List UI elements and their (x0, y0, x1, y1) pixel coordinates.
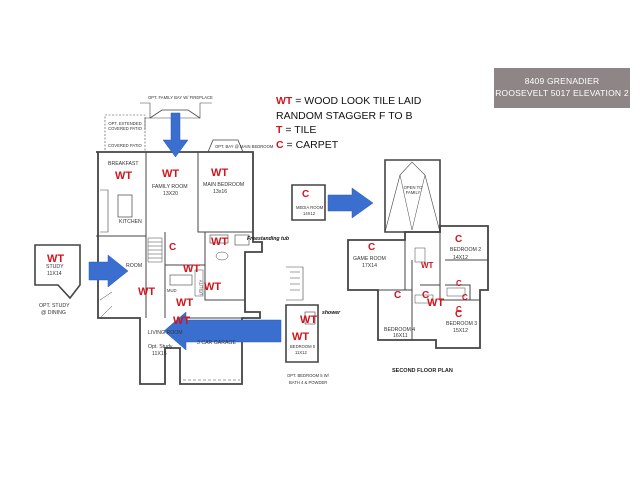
marker-study-wt: WT (47, 253, 65, 265)
label-living-room: LIVING ROOM (148, 330, 183, 336)
marker-media-c: C (302, 189, 310, 200)
label-family-room: FAMILY ROOM (152, 184, 188, 190)
title-block: 8409 GRENADIER ROOSEVELT 5017 ELEVATION … (494, 68, 630, 108)
marker-closet-c-1: C (456, 279, 462, 288)
legend: WT = WOOD LOOK TILE LAID RANDOM STAGGER … (276, 94, 421, 152)
caption-bedroom5-1: OPT. BEDROOM 5 W/ (287, 373, 329, 378)
marker-bedroom2-c: C (455, 234, 463, 245)
label-media-room: MEDIA ROOM (296, 205, 324, 210)
label-media-size: 14X12 (303, 211, 316, 216)
legend-t: T = TILE (276, 124, 317, 136)
label-extended-patio: OPT. EXTENDED COVERED PATIO (108, 121, 142, 131)
marker-bath4-wt: WT (300, 314, 318, 326)
legend-c: C = CARPET (276, 138, 339, 151)
label-bedroom5-size: 11X12 (295, 350, 307, 355)
label-utility: UTILITY (198, 279, 204, 296)
marker-breakfast-wt: WT (115, 170, 133, 182)
arrow-right-media (327, 187, 374, 219)
label-game-room: GAME ROOM (353, 256, 386, 262)
marker-utility-wt: WT (204, 281, 222, 293)
marker-stairs-c: C (169, 242, 177, 253)
marker-game-room-c: C (368, 242, 376, 253)
marker-bedroom4-c: C (394, 290, 402, 301)
label-kitchen: KITCHEN (119, 219, 142, 225)
label-bedroom2-size: 14X12 (453, 255, 469, 261)
title-plan: ROOSEVELT 5017 ELEVATION 2 (495, 88, 629, 98)
marker-bedroom5-wt: WT (292, 331, 310, 343)
marker-hall-wt: WT (183, 263, 201, 275)
label-bedroom4-size: 16X11 (393, 333, 408, 339)
marker-family-wt: WT (162, 168, 180, 180)
label-living-opt: Opt. Study (148, 344, 173, 350)
label-game-room-size: 17X14 (362, 263, 378, 269)
legend-wt: WT = WOOD LOOK TILE LAID (276, 95, 422, 107)
note-freestanding-tub: Freestanding tub (247, 236, 290, 242)
marker-entry-wt: WT (173, 315, 191, 327)
label-bedroom2: BEDROOM 2 (450, 247, 482, 253)
label-bedroom3-size: 15X12 (453, 328, 469, 334)
caption-bedroom5-2: BATH 4 & POWDER (289, 380, 328, 385)
label-family-room-size: 13X20 (163, 191, 179, 197)
marker-main-bedroom-wt: WT (211, 167, 229, 179)
second-floor-plan-title: SECOND FLOOR PLAN (392, 368, 453, 374)
marker-closet-c-2: C (462, 293, 468, 302)
label-open-to-family: OPEN TO FAMILY (403, 185, 423, 195)
marker-dining-wt: WT (138, 286, 156, 298)
arrow-down-family (162, 112, 189, 158)
label-dining: ROOM (126, 263, 143, 269)
marker-bath-wt: WT (211, 236, 229, 248)
label-living-size: 11X15 (152, 351, 167, 357)
caption-at-dining: @ DINING (41, 310, 66, 316)
label-bedroom3: BEDROOM 3 (446, 321, 478, 327)
label-study-size: 11X14 (47, 271, 62, 277)
marker-closet-c-3: C (456, 305, 462, 314)
marker-mud-wt: WT (176, 297, 194, 309)
marker-bedroom3-c: C (455, 309, 463, 320)
label-mud: MUD (167, 288, 177, 293)
label-study: STUDY (46, 264, 64, 270)
label-bedroom4: BEDROOM 4 (384, 327, 416, 333)
marker-closet4-c: C (422, 290, 430, 301)
label-main-bay: OPT. BAY @ MAIN BEDROOM (215, 144, 274, 149)
caption-opt-study: OPT. STUDY (39, 303, 70, 309)
label-garage: 3 CAR GARAGE (197, 340, 236, 346)
arrow-right-dining (88, 254, 129, 288)
label-family-bay: OPT. FAMILY BAY W/ FIREPLACE (148, 95, 213, 100)
label-covered-patio: COVERED PATIO (108, 143, 142, 148)
title-address: 8409 GRENADIER (524, 76, 600, 86)
note-shower: shower (322, 310, 341, 316)
label-bedroom5: BEDROOM 5 (290, 344, 316, 349)
label-main-bedroom: MAIN BEDROOM (203, 182, 245, 188)
label-breakfast: BREAKFAST (108, 161, 139, 167)
legend-wt-2: RANDOM STAGGER F TO B (276, 109, 413, 122)
marker-bath2-wt: WT (421, 261, 434, 270)
marker-bath3-wt: WT (427, 297, 445, 309)
arrow-left-living (163, 311, 282, 351)
label-main-bedroom-size: 13x16 (213, 189, 228, 195)
